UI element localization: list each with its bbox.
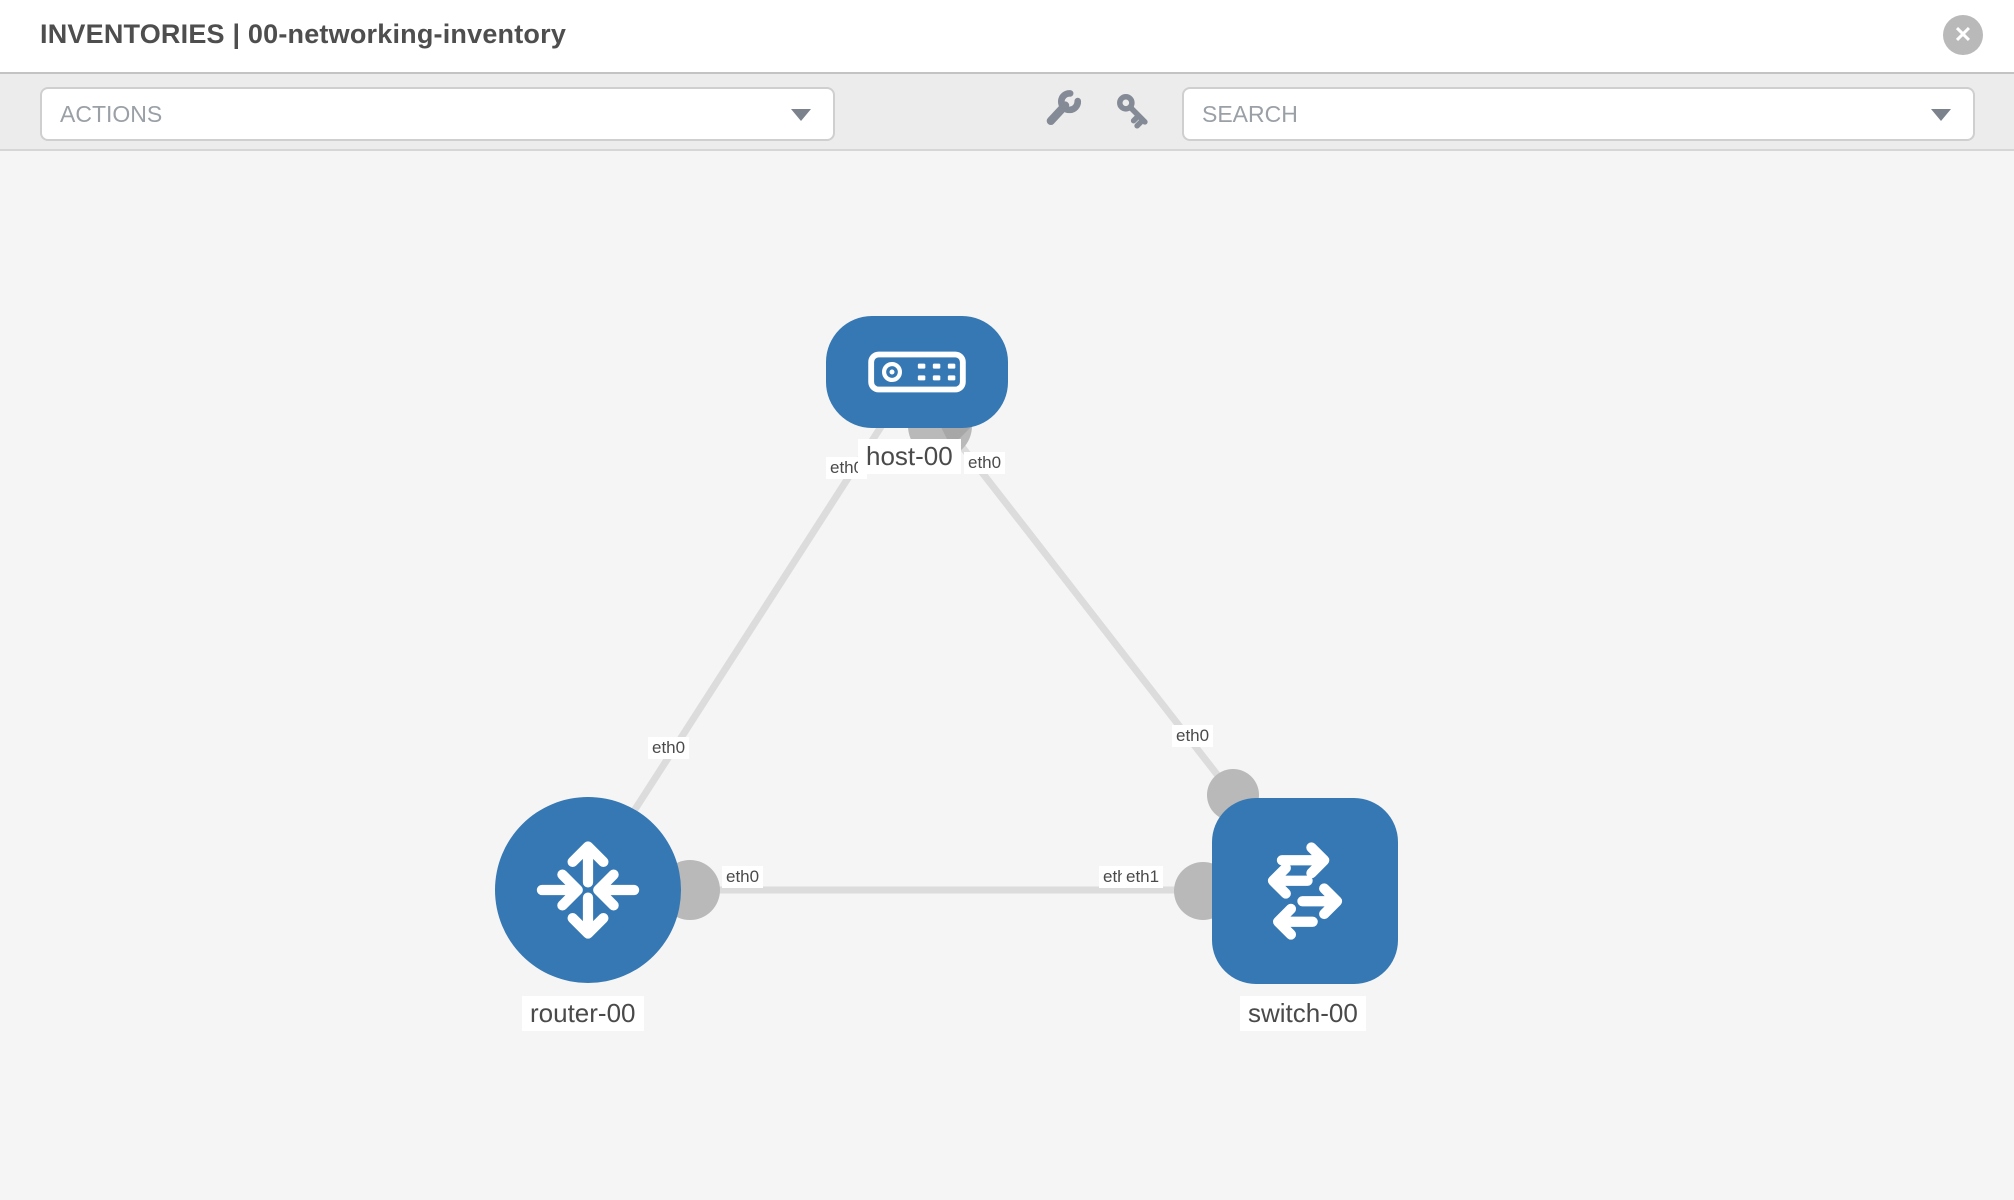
configure-tools-button[interactable] (1042, 85, 1086, 137)
chevron-down-icon (791, 109, 811, 121)
interface-label: eth0 (722, 866, 764, 888)
topology-canvas[interactable]: host-00 router-00 switch-00 eth0 eth0 et… (0, 151, 2014, 1200)
node-switch-00[interactable] (1212, 798, 1398, 984)
node-label-router: router-00 (522, 996, 644, 1031)
node-label-host: host-00 (858, 439, 961, 474)
wrench-icon (1046, 90, 1082, 126)
search-dropdown-label: SEARCH (1202, 100, 1298, 127)
node-host-00[interactable] (826, 316, 1008, 428)
actions-dropdown-label: ACTIONS (60, 100, 163, 127)
key-icon (1117, 94, 1148, 129)
router-icon (536, 841, 640, 939)
chevron-down-icon (1931, 109, 1951, 121)
interface-label: eth0 (1172, 725, 1214, 747)
header-bar: INVENTORIES | 00-networking-inventory ✕ (0, 0, 2014, 72)
interface-label: eth1 (1122, 866, 1164, 888)
actions-dropdown[interactable]: ACTIONS (40, 87, 835, 141)
interface-label: eth0 (826, 457, 868, 479)
search-dropdown[interactable]: SEARCH (1182, 87, 1975, 141)
toolbar: ACTIONS SEARCH (0, 72, 2014, 151)
node-router-00[interactable] (495, 797, 681, 983)
page-title: INVENTORIES | 00-networking-inventory (40, 19, 567, 49)
interface-label: eth0 (964, 452, 1006, 474)
topology-links (622, 394, 1259, 920)
interface-label: eth0 (648, 737, 690, 759)
credentials-button[interactable] (1112, 85, 1156, 137)
close-button[interactable]: ✕ (1943, 15, 1983, 55)
host-icon (868, 351, 966, 393)
node-label-switch: switch-00 (1240, 996, 1366, 1031)
switch-icon (1267, 842, 1343, 940)
close-icon: ✕ (1953, 22, 1973, 47)
